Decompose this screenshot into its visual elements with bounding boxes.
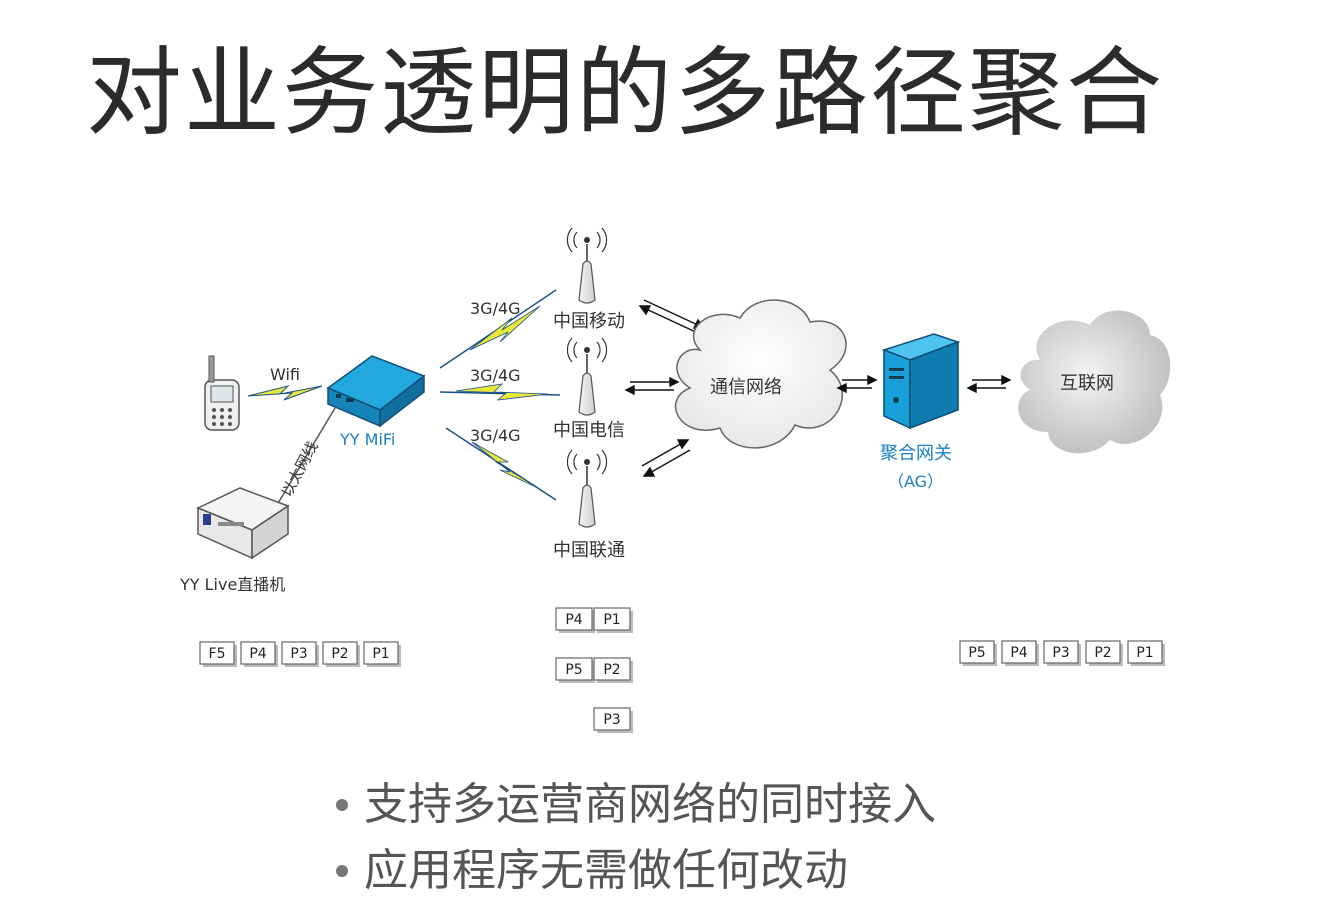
packet-row-mid-2: P5 P2: [555, 657, 633, 683]
wifi-bolt-icon: [247, 385, 323, 401]
mifi-label: YY MiFi: [339, 430, 395, 449]
carrier-unicom: 中国联通: [553, 540, 625, 561]
packet-label: P4: [1010, 645, 1027, 661]
packet-box: P3: [1043, 640, 1081, 666]
cloud-label: 通信网络: [710, 377, 782, 398]
tower-icon-telecom: [566, 337, 608, 416]
link-label-3: 3G/4G: [470, 426, 521, 445]
packet-row-mid-1: P4 P1: [555, 607, 633, 633]
packet-label: P1: [1136, 645, 1153, 661]
ethernet-label: 以太网线: [278, 438, 322, 499]
bullet-text: 支持多运营商网络的同时接入: [364, 779, 936, 830]
link-to-telecom: [439, 383, 561, 401]
bullet-dot-icon: [336, 865, 348, 877]
bidir-arrow-gateway: [836, 374, 878, 394]
ethernet-cable: [267, 407, 336, 521]
packet-label: P1: [603, 612, 620, 628]
packet-box: F5: [199, 641, 237, 667]
carrier-mobile: 中国移动: [553, 311, 625, 332]
tower-icon-mobile: [566, 227, 608, 304]
packet-label: P5: [565, 662, 582, 678]
packet-box: P2: [593, 657, 633, 683]
packet-box: P1: [363, 641, 401, 667]
link-label-1: 3G/4G: [470, 299, 521, 318]
packet-box: P4: [555, 607, 595, 633]
live-label: YY Live直播机: [179, 575, 285, 594]
packet-box: P2: [322, 641, 360, 667]
packet-label: P3: [603, 712, 620, 728]
bullet-item: 支持多运营商网络的同时接入: [336, 772, 936, 838]
link-to-mobile: [439, 289, 557, 369]
packet-label: P4: [565, 612, 582, 628]
packet-box: P1: [1127, 640, 1165, 666]
packet-box: P5: [959, 640, 997, 666]
mifi-device-icon: [326, 355, 426, 428]
page-title: 对业务透明的多路径聚合: [86, 37, 1164, 149]
packet-box: P3: [593, 707, 633, 733]
link-label-2: 3G/4G: [470, 366, 521, 385]
packet-box: P4: [240, 641, 278, 667]
internet-cloud-icon: [1018, 310, 1171, 454]
packet-box: P1: [593, 607, 633, 633]
tower-icon-unicom: [566, 449, 608, 528]
packet-box: P3: [281, 641, 319, 667]
gateway-sub-label: （AG）: [888, 472, 943, 491]
carrier-telecom: 中国电信: [553, 420, 625, 441]
packet-box: P5: [555, 657, 595, 683]
live-streamer-icon: [196, 487, 290, 560]
bullet-dot-icon: [336, 799, 348, 811]
packet-row-mid-3: P3: [593, 707, 633, 733]
bullet-text: 应用程序无需做任何改动: [364, 845, 848, 896]
network-cloud-icon: [674, 299, 847, 449]
packet-row-right: P5 P4 P3 P2 P1: [959, 640, 1165, 666]
packet-label: P2: [603, 662, 620, 678]
packet-label: P4: [249, 646, 266, 662]
bullet-list: 支持多运营商网络的同时接入 应用程序无需做任何改动: [336, 772, 936, 904]
packet-box: P2: [1085, 640, 1123, 666]
packet-row-left: F5 P4 P3 P2 P1: [199, 641, 401, 667]
bidir-arrow-telecom: [624, 376, 680, 396]
packet-label: P5: [968, 645, 985, 661]
bullet-item: 应用程序无需做任何改动: [336, 838, 936, 904]
wifi-label: Wifi: [270, 365, 300, 384]
bidir-arrow-mobile: [638, 299, 706, 335]
packet-label: F5: [209, 646, 226, 662]
packet-label: P2: [331, 646, 348, 662]
packet-box: P4: [1001, 640, 1039, 666]
packet-label: P3: [290, 646, 307, 662]
phone-icon: [204, 355, 240, 431]
packet-label: P1: [372, 646, 389, 662]
packet-label: P3: [1052, 645, 1069, 661]
internet-label: 互联网: [1060, 373, 1114, 394]
gateway-label: 聚合网关: [880, 443, 952, 464]
gateway-server-icon: [881, 333, 961, 430]
link-to-unicom: [445, 427, 557, 501]
packet-label: P2: [1094, 645, 1111, 661]
bidir-arrow-internet: [966, 374, 1012, 394]
bidir-arrow-unicom: [641, 439, 691, 477]
